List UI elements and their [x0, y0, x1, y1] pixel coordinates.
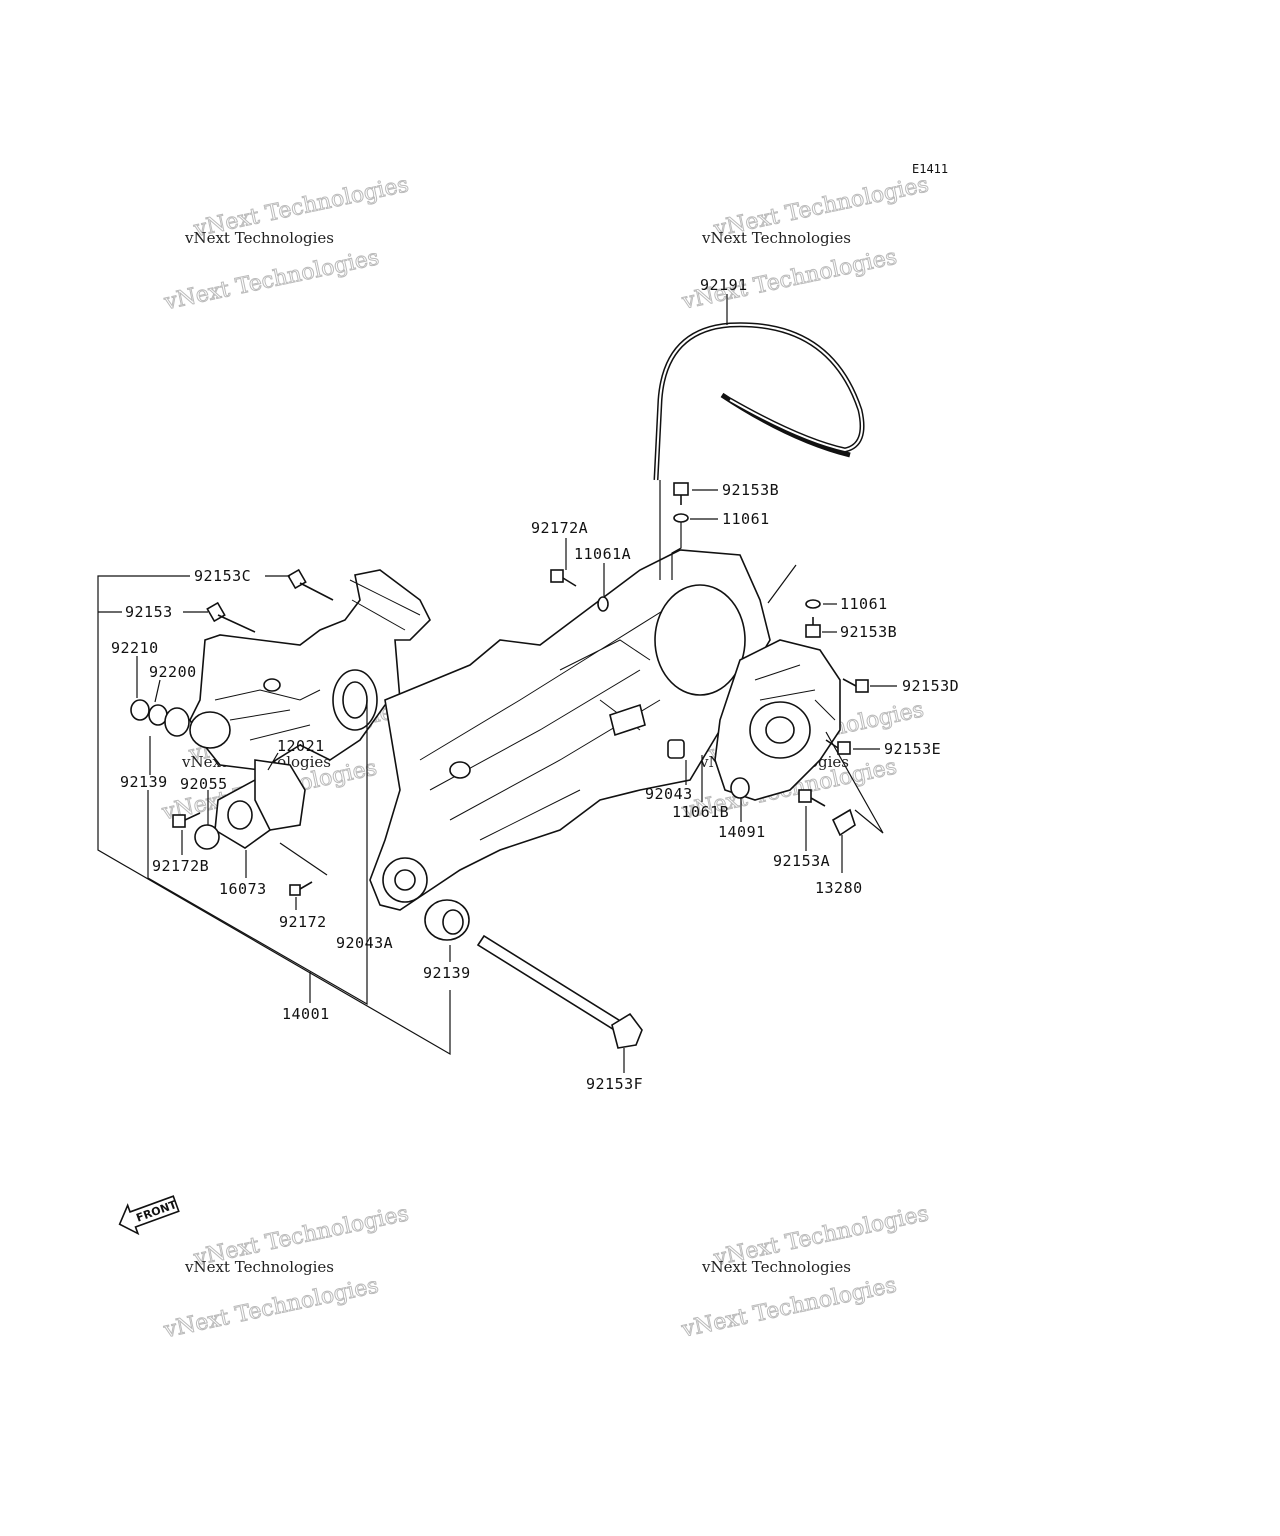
- washer-11061-right: [805, 599, 821, 609]
- bolt-92153C: [287, 568, 334, 601]
- plug-14091: [730, 777, 750, 799]
- watermark-text: vNext Technologies: [184, 1258, 334, 1276]
- label-92153C: 92153C: [194, 567, 251, 585]
- watermark-script: vNext Technologies: [161, 245, 381, 315]
- bolt-92153E: [825, 739, 851, 755]
- watermark-bottom-left: vNext Technologies vNext Technologies vN…: [160, 1201, 411, 1344]
- bolt-92172: [289, 881, 313, 896]
- label-92153D: 92153D: [902, 677, 959, 695]
- label-92172B: 92172B: [152, 857, 209, 875]
- label-92210: 92210: [111, 639, 159, 657]
- label-92172: 92172: [279, 913, 327, 931]
- label-92153F: 92153F: [586, 1075, 643, 1093]
- bolt-92153: [206, 601, 256, 633]
- watermark-text: vNext Technologies: [184, 229, 334, 247]
- washer-11061A: [597, 596, 609, 612]
- label-92139-bottom: 92139: [423, 964, 471, 982]
- seal-12021: [254, 759, 306, 831]
- bolt-92153D: [842, 678, 869, 693]
- watermark-text: vNext Technologies: [701, 229, 851, 247]
- dowel-92043: [667, 739, 685, 759]
- label-92172A: 92172A: [531, 519, 588, 537]
- label-11061-right: 11061: [840, 595, 888, 613]
- label-14091: 14091: [718, 823, 766, 841]
- watermark-script: vNext Technologies: [161, 1273, 381, 1343]
- label-11061B: 11061B: [672, 803, 729, 821]
- watermark-script: vNext Technologies: [679, 1273, 899, 1343]
- watermark-top-left: vNext Technologies vNext Technologies vN…: [161, 172, 412, 316]
- bolt-92172B: [172, 812, 201, 828]
- bolt-92153B-right: [805, 617, 821, 638]
- diagram-code: E1411: [912, 162, 948, 176]
- label-92055: 92055: [180, 775, 228, 793]
- label-16073: 16073: [219, 880, 267, 898]
- label-92153B-top: 92153B: [722, 481, 779, 499]
- label-12021: 12021: [277, 737, 325, 755]
- label-92043: 92043: [645, 785, 693, 803]
- label-92191: 92191: [700, 276, 748, 294]
- label-11061-top: 11061: [722, 510, 770, 528]
- long-bolt-92153F: [476, 934, 643, 1049]
- label-92153E: 92153E: [884, 740, 941, 758]
- clip-13280: [831, 808, 856, 837]
- front-arrow-icon: FRONT: [118, 1195, 180, 1236]
- label-13280: 13280: [815, 879, 863, 897]
- watermark-text: vNext Technologies: [701, 1258, 851, 1276]
- part-labels: 92191 92153B 11061 92172A 11061A 92153C …: [111, 276, 959, 1093]
- crankcase-right-half: [369, 549, 771, 911]
- label-92043A: 92043A: [336, 934, 393, 952]
- label-11061A: 11061A: [574, 545, 631, 563]
- label-92153: 92153: [125, 603, 173, 621]
- hose-92191: [653, 322, 865, 481]
- leader-lines: [97, 294, 897, 1073]
- label-92153B-right: 92153B: [840, 623, 897, 641]
- label-92139-left: 92139: [120, 773, 168, 791]
- label-14001: 14001: [282, 1005, 330, 1023]
- oring-92055: [194, 824, 220, 850]
- bolt-92153A: [798, 789, 826, 807]
- bolt-92172A: [550, 569, 577, 587]
- label-92153A: 92153A: [773, 852, 830, 870]
- washer-11061-top: [673, 513, 689, 523]
- bolt-92153B-top: [673, 482, 689, 505]
- watermark-bottom-right: vNext Technologies vNext Technologies vN…: [678, 1201, 931, 1344]
- crankcase-left-half: [189, 569, 431, 771]
- side-cover: [714, 639, 841, 801]
- label-92200: 92200: [149, 663, 197, 681]
- bearing-92139-inner: [442, 909, 464, 935]
- mount-bushing: [130, 699, 190, 737]
